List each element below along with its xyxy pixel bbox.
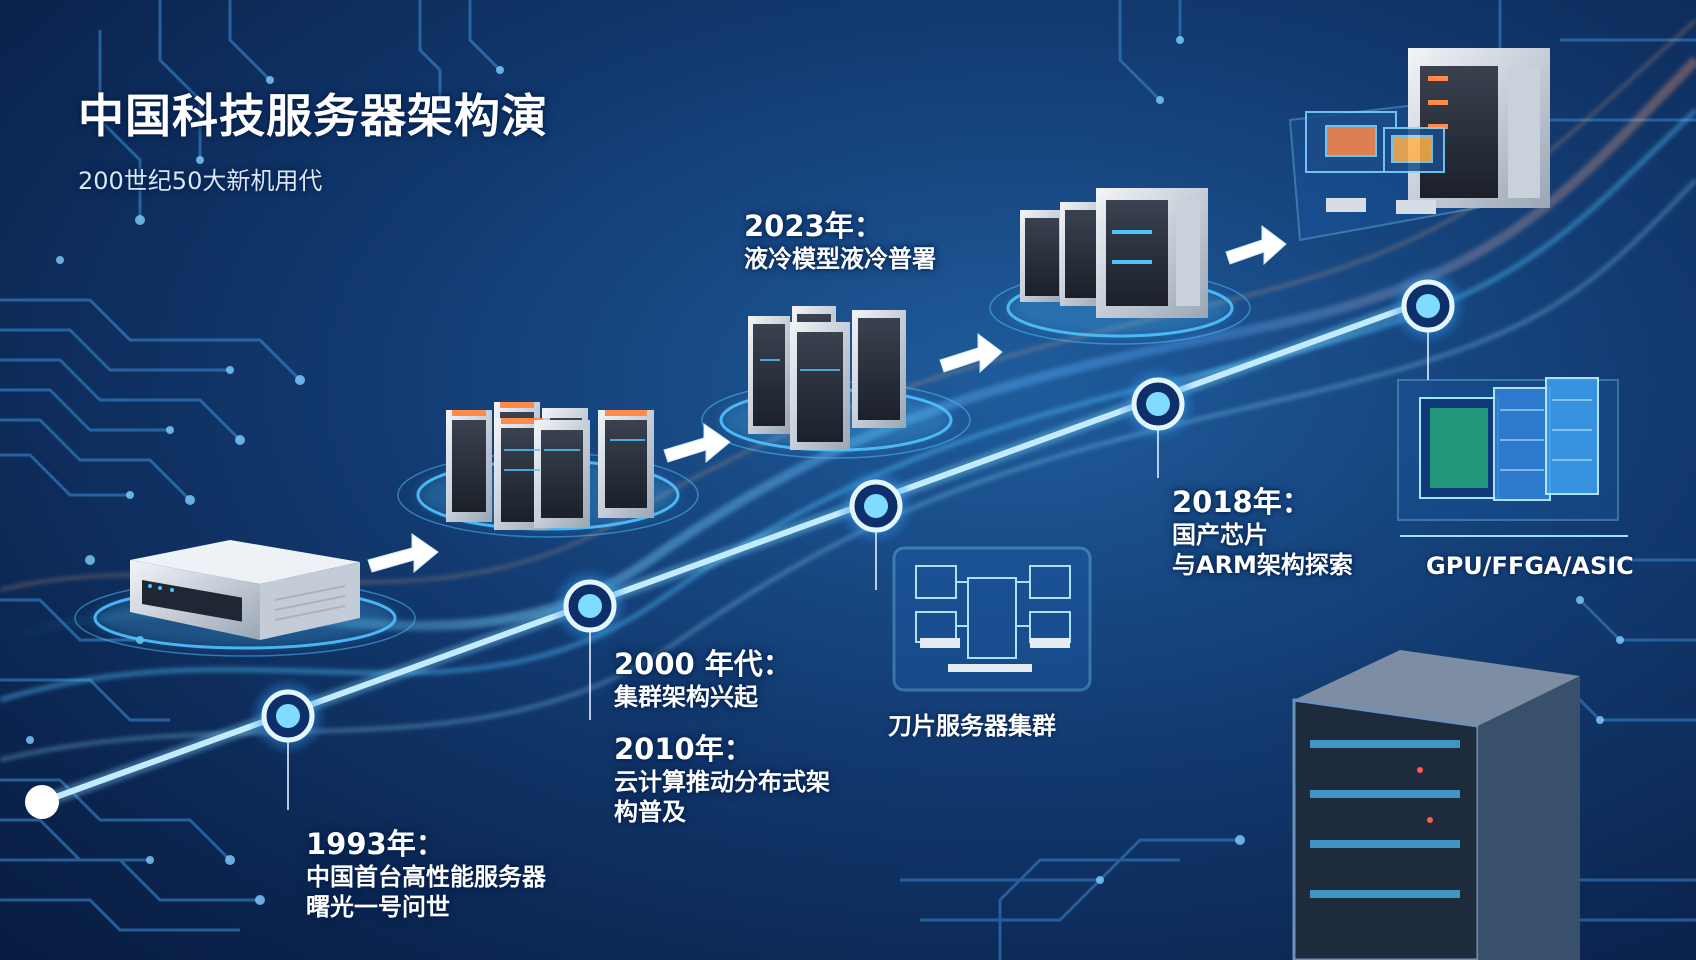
milestone-year: 2010年： — [614, 732, 753, 766]
milestone-1993: 1993年： 中国首台高性能服务器 曙光一号问世 — [306, 826, 546, 922]
milestone-2023: 2023年： 液冷模型液冷普署 — [744, 208, 936, 274]
milestone-line: 曙光一号问世 — [306, 893, 450, 922]
milestone-2000s: 2000 年代： 集群架构兴起 — [614, 646, 792, 712]
milestone-year: 2018年： — [1172, 485, 1311, 519]
milestone-line: 液冷模型液冷普署 — [744, 245, 936, 274]
page-title: 中国科技服务器架构演 — [78, 89, 548, 143]
milestone-2018: 2018年： 国产芯片 与ARM架构探索 — [1172, 484, 1353, 580]
chips-label: GPU/FFGA/ASIC — [1426, 552, 1634, 580]
milestone-year: 2023年： — [744, 209, 883, 243]
milestone-line: 国产芯片 — [1172, 521, 1268, 550]
milestone-year: 1993年： — [306, 827, 445, 861]
milestone-line: 中国首台高性能服务器 — [306, 863, 546, 892]
milestone-line: 与ARM架构探索 — [1172, 551, 1353, 580]
page-subtitle: 200世纪50大新机用代 — [78, 167, 323, 195]
milestone-line: 云计算推动分布式架 — [614, 768, 830, 797]
milestone-line: 构普及 — [614, 798, 686, 827]
milestone-2010: 2010年： 云计算推动分布式架 构普及 — [614, 731, 830, 827]
blade-cluster-label: 刀片服务器集群 — [888, 712, 1056, 740]
milestone-year: 2000 年代： — [614, 647, 792, 681]
milestone-line: 集群架构兴起 — [614, 683, 758, 712]
